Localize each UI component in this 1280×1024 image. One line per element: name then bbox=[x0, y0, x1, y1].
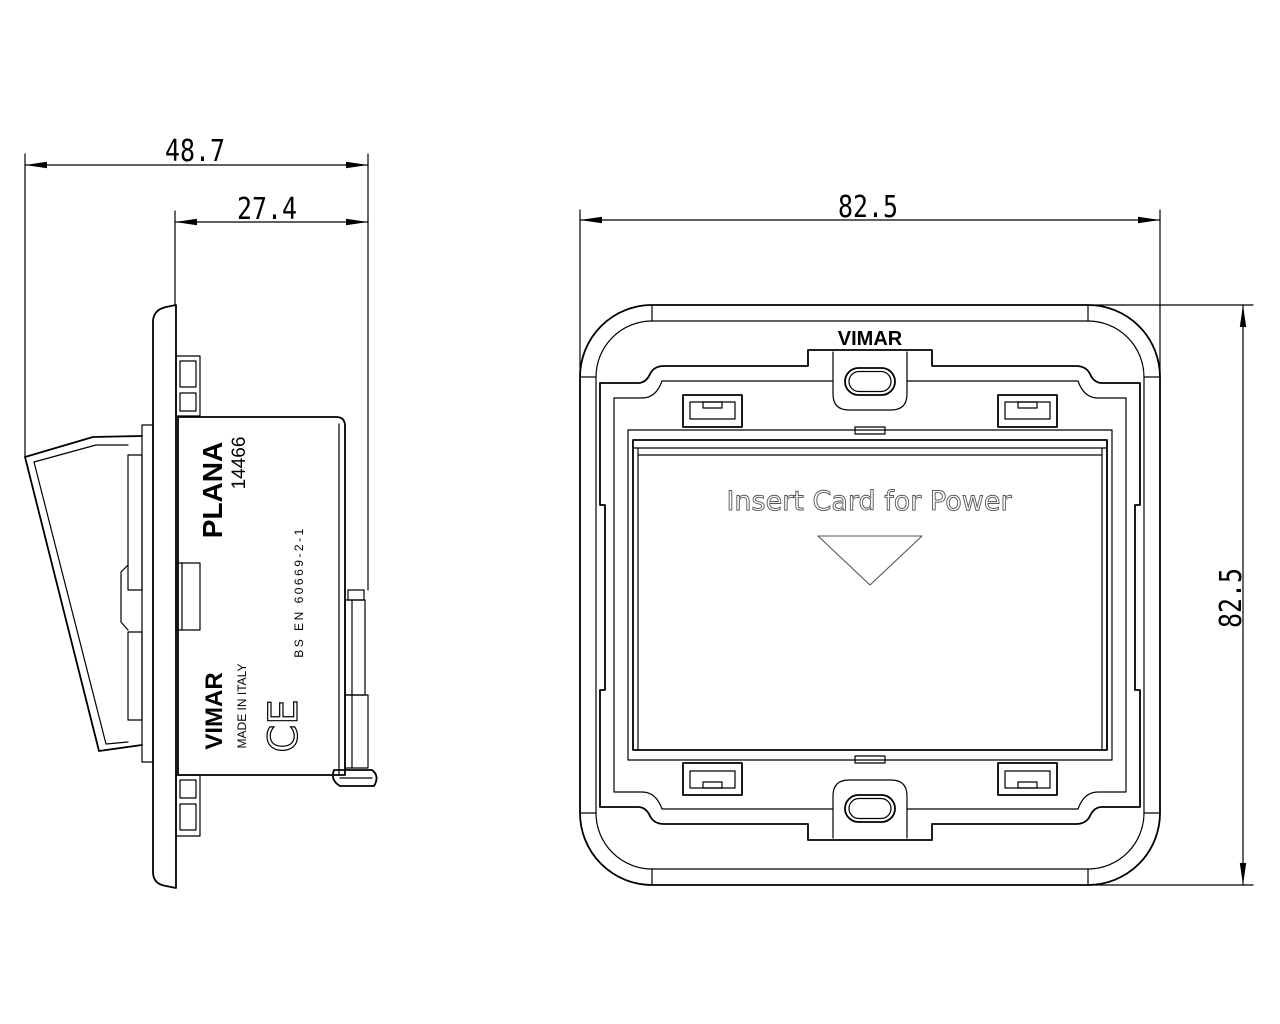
body-depth-arrowhead-left bbox=[175, 218, 197, 226]
overall-depth-value: 48.7 bbox=[165, 134, 225, 169]
cover-plate-bevel-ticks bbox=[579, 304, 1161, 886]
screw-tab-top bbox=[832, 351, 908, 411]
frame-tab-top-outline bbox=[175, 355, 201, 417]
mounting-plate-profile bbox=[152, 304, 177, 889]
cover-inner-edge-face bbox=[33, 461, 129, 745]
clip-bottom-right-outline bbox=[997, 762, 1058, 796]
front-view: 82.5 82.5 VIMAR bbox=[579, 190, 1254, 886]
clip-top-left-latch bbox=[702, 401, 723, 409]
height-arrowhead-top bbox=[1239, 305, 1247, 327]
card-holder-cover-profile bbox=[24, 435, 143, 752]
card-module-notch-bottom bbox=[854, 755, 886, 764]
standard-marking: BS EN 60669-2-1 bbox=[292, 526, 306, 658]
mechanism-latch bbox=[120, 564, 129, 631]
brand-marking: VIMAR bbox=[201, 672, 228, 749]
frame-tab-bottom-hook bbox=[179, 779, 197, 799]
screw-hole-bottom-inner bbox=[848, 797, 892, 820]
clip-bottom-left-outline bbox=[682, 762, 743, 796]
article-code-marking: 14466 bbox=[229, 437, 250, 490]
clip-bottom-right bbox=[997, 762, 1058, 796]
body-depth-arrowhead-right bbox=[346, 218, 368, 226]
clip-top-right-window bbox=[1004, 401, 1051, 420]
frame-tab-bottom-slot bbox=[179, 803, 197, 831]
body-depth-value: 27.4 bbox=[237, 192, 297, 227]
screw-tab-bottom bbox=[832, 779, 908, 839]
clip-bottom-left-latch bbox=[702, 781, 723, 789]
mechanism-block-lower bbox=[127, 631, 143, 721]
card-module-surround bbox=[627, 429, 1113, 761]
clip-bottom-left bbox=[682, 762, 743, 796]
card-slot-label: Insert Card for Power bbox=[726, 486, 1012, 517]
screw-tab-bottom-outline bbox=[832, 779, 908, 839]
overall-depth-arrowhead-right bbox=[346, 161, 368, 169]
cover-plate-inner-edge bbox=[595, 320, 1145, 870]
overall-depth-dimension: 48.7 bbox=[24, 134, 369, 169]
clip-bottom-right-latch bbox=[1017, 781, 1038, 789]
clip-bottom-right-window bbox=[1004, 770, 1051, 789]
card-module-notch-top bbox=[854, 426, 886, 435]
cover-plate-outer-edge bbox=[579, 304, 1161, 886]
screw-hole-top-inner bbox=[848, 370, 892, 393]
height-arrowhead-bottom bbox=[1239, 863, 1247, 885]
clip-top-right-outline bbox=[997, 394, 1058, 428]
origin-marking: MADE IN ITALY bbox=[235, 664, 249, 749]
support-frame-outer-edge bbox=[599, 349, 1141, 841]
ce-mark: CE bbox=[261, 699, 307, 752]
frame-tab-bottom bbox=[175, 774, 201, 837]
clip-bottom-left-window bbox=[689, 770, 736, 789]
terminal-cap bbox=[347, 589, 365, 601]
terminal-block-upper bbox=[344, 599, 366, 696]
screw-hole-top bbox=[844, 367, 896, 396]
width-arrowhead-right bbox=[1138, 216, 1160, 224]
body-depth-dimension: 27.4 bbox=[174, 192, 369, 227]
cover-inner-edge-top bbox=[33, 444, 129, 463]
clip-top-left-outline bbox=[682, 394, 743, 428]
frame-brand-marking: VIMAR bbox=[838, 328, 903, 350]
screw-hole-bottom bbox=[844, 794, 896, 823]
screw-tab-top-outline bbox=[832, 351, 908, 411]
insert-direction-triangle-icon bbox=[817, 535, 923, 586]
frame-center-block bbox=[175, 562, 201, 631]
terminal-block-lower bbox=[344, 694, 369, 769]
width-arrowhead-left bbox=[580, 216, 602, 224]
support-frame-inner-edge bbox=[613, 380, 1127, 810]
card-slot-module bbox=[632, 439, 1108, 751]
series-marking: PLANA bbox=[197, 442, 228, 538]
mechanism-block-upper bbox=[127, 454, 143, 591]
frame-tab-top-hook bbox=[179, 392, 197, 412]
overall-depth-arrowhead-left bbox=[25, 161, 47, 169]
height-value: 82.5 bbox=[1214, 568, 1249, 628]
width-value: 82.5 bbox=[838, 190, 898, 225]
frame-tab-top-slot bbox=[179, 360, 197, 388]
clip-top-right-latch bbox=[1017, 401, 1038, 409]
clip-top-right bbox=[997, 394, 1058, 428]
frame-tab-top bbox=[175, 355, 201, 417]
width-dimension: 82.5 bbox=[579, 190, 1161, 225]
clip-top-left bbox=[682, 394, 743, 428]
clip-top-left-window bbox=[689, 401, 736, 420]
terminal-screw-head bbox=[331, 769, 378, 787]
housing-flange bbox=[141, 424, 154, 763]
side-view: 48.7 27.4 bbox=[24, 134, 378, 889]
height-dimension: 82.5 bbox=[1214, 304, 1249, 886]
